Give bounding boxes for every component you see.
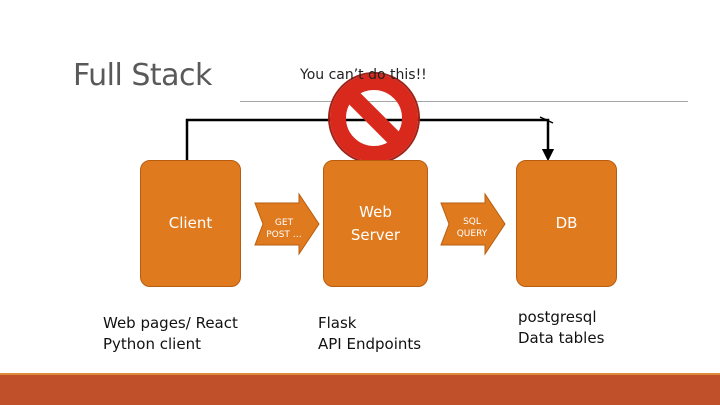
db-desc-line-1: postgresql [518,308,597,326]
sql-label-line-2: QUERY [456,229,488,239]
db-description: postgresql Data tables [518,307,604,349]
server-desc-line-1: Flask [318,314,357,332]
server-label-line-2: Server [350,225,401,244]
sql-query-label: SQL QUERY [452,216,492,240]
db-label: DB [555,214,578,232]
web-server-box: Web Server [323,160,428,287]
db-box: DB [516,160,617,287]
arrow-server-to-db [440,192,506,256]
footer-accent-line [0,373,720,376]
sql-label-line-1: SQL [463,217,481,227]
warning-text: You can’t do this!! [300,67,427,83]
connector-tick [539,116,554,124]
server-description: Flask API Endpoints [318,313,421,355]
client-box: Client [140,160,241,287]
client-desc-line-1: Web pages/ React [103,314,238,332]
client-description: Web pages/ React Python client [103,313,238,355]
http-method-get: GET [274,218,294,228]
client-desc-line-2: Python client [103,335,201,353]
title-divider [240,101,688,102]
db-desc-line-2: Data tables [518,329,605,347]
server-label-line-1: Web [359,202,392,221]
http-method-post: POST … [266,230,302,240]
slide-title: Full Stack [73,58,212,93]
server-desc-line-2: API Endpoints [318,335,422,353]
http-methods-label: GET POST … [262,217,306,241]
arrow-client-to-server [254,192,320,256]
client-label: Client [168,214,213,232]
footer-bar [0,375,720,405]
